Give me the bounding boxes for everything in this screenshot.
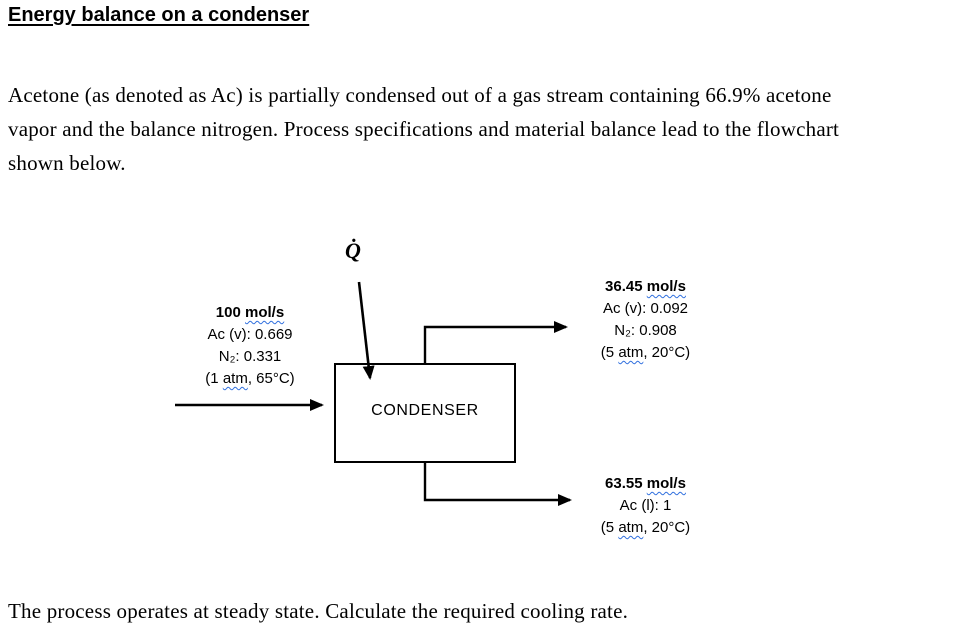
feed-composition-acetone: Ac (v): 0.669 xyxy=(207,326,293,343)
liquid-flow-rate: 63.55 mol/s xyxy=(568,473,723,495)
liquid-flow-unit: mol/s xyxy=(646,475,686,492)
heat-duty-label: Q̇ xyxy=(345,238,361,263)
liquid-cond-post: , 20°C) xyxy=(643,519,691,536)
feed-flow-unit: mol/s xyxy=(245,304,285,321)
vapor-outlet-label: 36.45 mol/s Ac (v): 0.092 N₂: 0.908 (5 a… xyxy=(568,276,723,364)
vapor-flow-rate: 36.45 mol/s xyxy=(568,276,723,298)
condenser-label: CONDENSER xyxy=(371,402,479,419)
liquid-conditions: (5 atm, 20°C) xyxy=(568,517,723,539)
liquid-cond-pre: (5 xyxy=(600,519,619,536)
vapor-composition-acetone: Ac (v): 0.092 xyxy=(602,300,689,317)
vapor-conditions: (5 atm, 20°C) xyxy=(568,342,723,364)
vapor-cond-post: , 20°C) xyxy=(643,344,691,361)
liquid-outlet-arrow xyxy=(423,462,572,506)
liquid-flow-value: 63.55 xyxy=(605,475,647,492)
heat-arrow xyxy=(357,281,375,380)
feed-conditions: (1 atm, 65°C) xyxy=(175,368,325,390)
feed-cond-post: , 65°C) xyxy=(247,370,295,387)
intro-line-1: Acetone (as denoted as Ac) is partially … xyxy=(8,83,832,107)
liquid-outlet-label: 63.55 mol/s Ac (l): 1 (5 atm, 20°C) xyxy=(568,473,723,539)
feed-cond-unit: atm xyxy=(222,370,248,387)
condenser-box xyxy=(334,363,516,463)
feed-composition-nitrogen: N₂: 0.331 xyxy=(218,348,282,365)
vapor-flow-unit: mol/s xyxy=(646,278,686,295)
vapor-cond-unit: atm xyxy=(618,344,644,361)
feed-stream-label: 100 mol/s Ac (v): 0.669 N₂: 0.331 (1 atm… xyxy=(175,302,325,390)
intro-paragraph: Acetone (as denoted as Ac) is partially … xyxy=(8,78,839,180)
closing-paragraph: The process operates at steady state. Ca… xyxy=(8,599,629,623)
intro-line-2: vapor and the balance nitrogen. Process … xyxy=(8,117,840,141)
intro-line-3: shown below. xyxy=(8,151,126,175)
vapor-composition-nitrogen: N₂: 0.908 xyxy=(614,322,677,339)
vapor-outlet-arrow xyxy=(423,321,568,364)
liquid-composition-acetone: Ac (l): 1 xyxy=(619,497,672,514)
feed-flow-rate: 100 mol/s xyxy=(175,302,325,324)
vapor-cond-pre: (5 xyxy=(600,344,619,361)
vapor-flow-value: 36.45 xyxy=(605,278,647,295)
page-title: Energy balance on a condenser xyxy=(8,4,310,26)
liquid-cond-unit: atm xyxy=(618,519,644,536)
feed-flow-value: 100 xyxy=(215,304,245,321)
feed-cond-pre: (1 xyxy=(205,370,223,387)
